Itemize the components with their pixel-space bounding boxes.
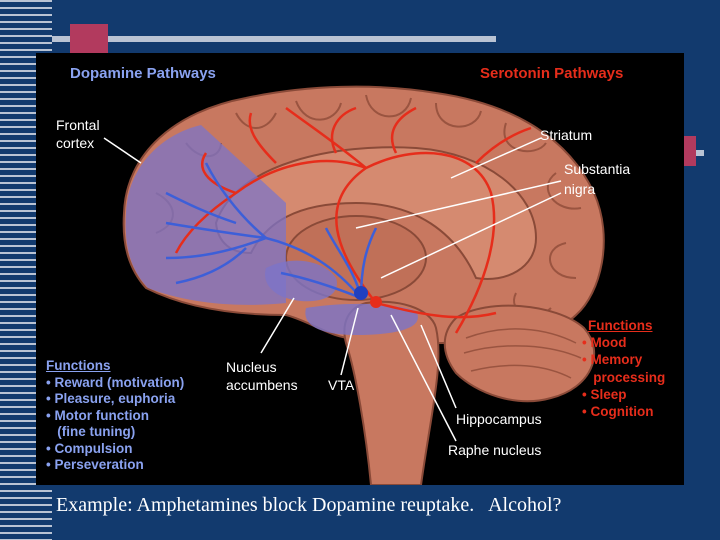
cerebellum (443, 304, 595, 403)
label-frontal-cortex-line2: cortex (56, 135, 95, 151)
serotonin-function-item: • Cognition (582, 404, 654, 419)
raphe-dot (370, 296, 382, 308)
vta-dot (354, 286, 368, 300)
label-substantia-nigra-line1: Substantia (564, 161, 631, 177)
dopamine-function-item: • Motor function (46, 408, 149, 423)
label-frontal-cortex-line1: Frontal (56, 117, 100, 133)
dopamine-pathways (165, 162, 378, 300)
label-leaders (103, 137, 562, 442)
dopamine-pathways-title: Dopamine Pathways (70, 65, 216, 82)
slide-caption: Example: Amphetamines block Dopamine reu… (56, 494, 562, 516)
serotonin-functions-heading: Functions (588, 318, 653, 333)
serotonin-pathways (174, 106, 532, 334)
label-nucleus-accumbens-line2: accumbens (226, 377, 298, 393)
label-nucleus-accumbens-line1: Nucleus (226, 359, 277, 375)
dopamine-functions-heading: Functions (46, 358, 111, 373)
dopamine-function-item: • Pleasure, euphoria (46, 391, 176, 406)
serotonin-function-item: • Sleep (582, 387, 627, 402)
label-vta: VTA (328, 377, 355, 393)
serotonin-function-item: • Memory (582, 352, 643, 367)
dopamine-function-item: • Compulsion (46, 441, 133, 456)
brain-illustration (103, 85, 605, 485)
serotonin-function-item: processing (582, 370, 666, 385)
dopamine-function-item: • Perseveration (46, 457, 144, 472)
brainstem (343, 300, 440, 485)
label-striatum: Striatum (540, 127, 593, 143)
label-hippocampus: Hippocampus (456, 411, 542, 427)
label-substantia-nigra-line2: nigra (564, 181, 596, 197)
dopamine-function-item: (fine tuning) (46, 424, 136, 439)
dopamine-function-item: • Reward (motivation) (46, 375, 185, 390)
vta-region (265, 260, 337, 302)
label-raphe-nucleus: Raphe nucleus (448, 442, 542, 458)
decorative-bar-top (52, 36, 496, 42)
serotonin-function-item: • Mood (582, 335, 627, 350)
decorative-square-top (70, 24, 108, 54)
brain-pathways-figure: Dopamine Pathways Serotonin Pathways Fro… (36, 53, 684, 485)
serotonin-pathways-title: Serotonin Pathways (480, 65, 624, 82)
